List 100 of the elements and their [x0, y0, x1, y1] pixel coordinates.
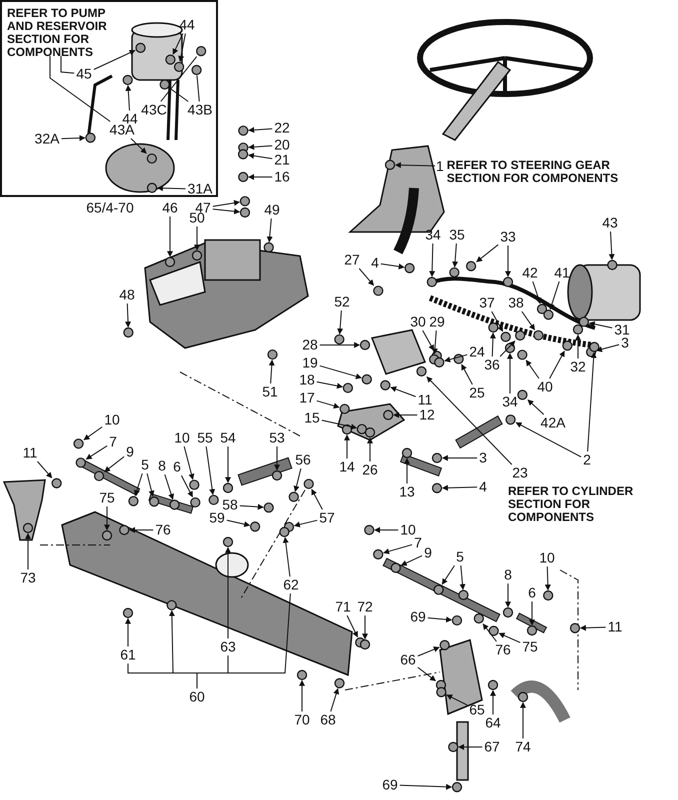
part-drawing	[334, 678, 345, 688]
callout-number: 49	[263, 202, 281, 218]
part-drawing	[488, 626, 499, 636]
callout-number: 66	[399, 652, 417, 668]
part-drawing	[296, 670, 308, 680]
callout-number: 27	[343, 252, 361, 268]
part-drawing	[94, 470, 104, 482]
part-drawing	[607, 260, 618, 270]
part-drawing	[190, 497, 200, 508]
leader-line	[442, 565, 455, 585]
leader-line	[461, 364, 473, 385]
leader-line	[321, 420, 357, 430]
callout-number: 31A	[186, 182, 214, 196]
leader-line	[390, 386, 416, 398]
callout-number: 11	[416, 392, 434, 408]
leader-line	[50, 56, 111, 122]
callout-number: 9	[125, 444, 135, 460]
leader-line	[544, 566, 551, 591]
callout-number: 5	[455, 550, 465, 564]
leader-line	[516, 422, 582, 458]
leader-line	[404, 458, 410, 484]
note-text: REFER TO CYLINDER SECTION FOR COMPONENTS	[508, 485, 634, 524]
part-drawing	[191, 64, 202, 76]
part-drawing	[526, 625, 538, 636]
part-drawing	[416, 366, 427, 377]
part-drawing	[502, 276, 514, 288]
leader-line	[125, 303, 131, 328]
part-drawing	[160, 79, 170, 90]
part-drawing	[383, 410, 394, 420]
callout-number: 31	[613, 322, 631, 338]
callout-number: 14	[338, 460, 356, 474]
part-drawing	[543, 590, 554, 601]
part-drawing	[122, 74, 133, 86]
leader-line	[362, 615, 368, 640]
leader-line	[358, 268, 374, 286]
leader-line	[164, 474, 174, 500]
part-drawing	[208, 494, 219, 506]
leader-line	[429, 243, 436, 278]
callout-number: 11	[22, 446, 38, 460]
callout-number: 58	[221, 498, 239, 512]
callout-number: 62	[282, 578, 300, 592]
callout-number: 4	[370, 256, 380, 270]
part-drawing	[342, 424, 352, 435]
leader-line	[37, 461, 52, 478]
leader-line	[417, 666, 436, 682]
part-drawing	[73, 438, 84, 449]
leader-line	[442, 484, 478, 491]
callout-number: 5	[140, 458, 150, 472]
callout-number: 30	[409, 314, 427, 330]
leader-line	[476, 244, 499, 262]
leader-line	[498, 632, 521, 644]
inset-frame	[0, 0, 218, 197]
leader-line	[248, 126, 273, 133]
callout-number: 22	[273, 120, 291, 136]
leader-line	[458, 744, 483, 750]
callout-number: 37	[478, 296, 496, 310]
part-drawing	[432, 452, 442, 464]
leader-line	[170, 88, 189, 102]
callout-number: 43A	[108, 122, 136, 138]
part-drawing	[373, 286, 384, 296]
leader-line	[587, 352, 597, 452]
part-drawing	[536, 304, 548, 314]
callout-number: 17	[298, 390, 316, 406]
callout-number: 8	[157, 458, 167, 474]
callout-number: 76	[494, 642, 512, 658]
callout-number: 57	[318, 510, 336, 526]
callout-number: 36	[483, 358, 501, 372]
leader-line	[432, 330, 438, 354]
leader-line	[61, 135, 86, 142]
part-drawing	[543, 310, 554, 320]
part-drawing	[123, 327, 134, 338]
leader-line	[527, 399, 544, 415]
callout-number: 75	[98, 490, 116, 506]
callout-number: 72	[356, 600, 374, 614]
leader-line	[196, 75, 200, 102]
callout-number: 59	[208, 510, 226, 526]
leader-line	[212, 208, 240, 214]
leader-line	[274, 446, 280, 471]
callout-number: 42	[521, 266, 539, 280]
part-drawing	[449, 267, 460, 278]
part-drawing	[52, 478, 62, 488]
part-drawing	[340, 404, 350, 414]
leader-line	[580, 624, 606, 631]
part-drawing	[570, 623, 580, 634]
callout-number: 70	[293, 712, 311, 728]
leader-line	[460, 565, 466, 590]
part-drawing	[272, 470, 282, 481]
callout-number: 8	[503, 568, 513, 582]
part-drawing	[250, 522, 260, 532]
leader-line	[532, 281, 542, 304]
part-drawing	[517, 350, 528, 360]
leader-line	[400, 555, 423, 566]
leader-line	[130, 138, 147, 154]
callout-number: 13	[398, 484, 416, 500]
leader-line	[104, 456, 125, 472]
callout-number: 7	[413, 536, 423, 550]
leader-line	[311, 488, 323, 510]
leader-line	[490, 690, 496, 715]
part-drawing	[22, 522, 34, 534]
callout-number: 24	[468, 344, 486, 360]
